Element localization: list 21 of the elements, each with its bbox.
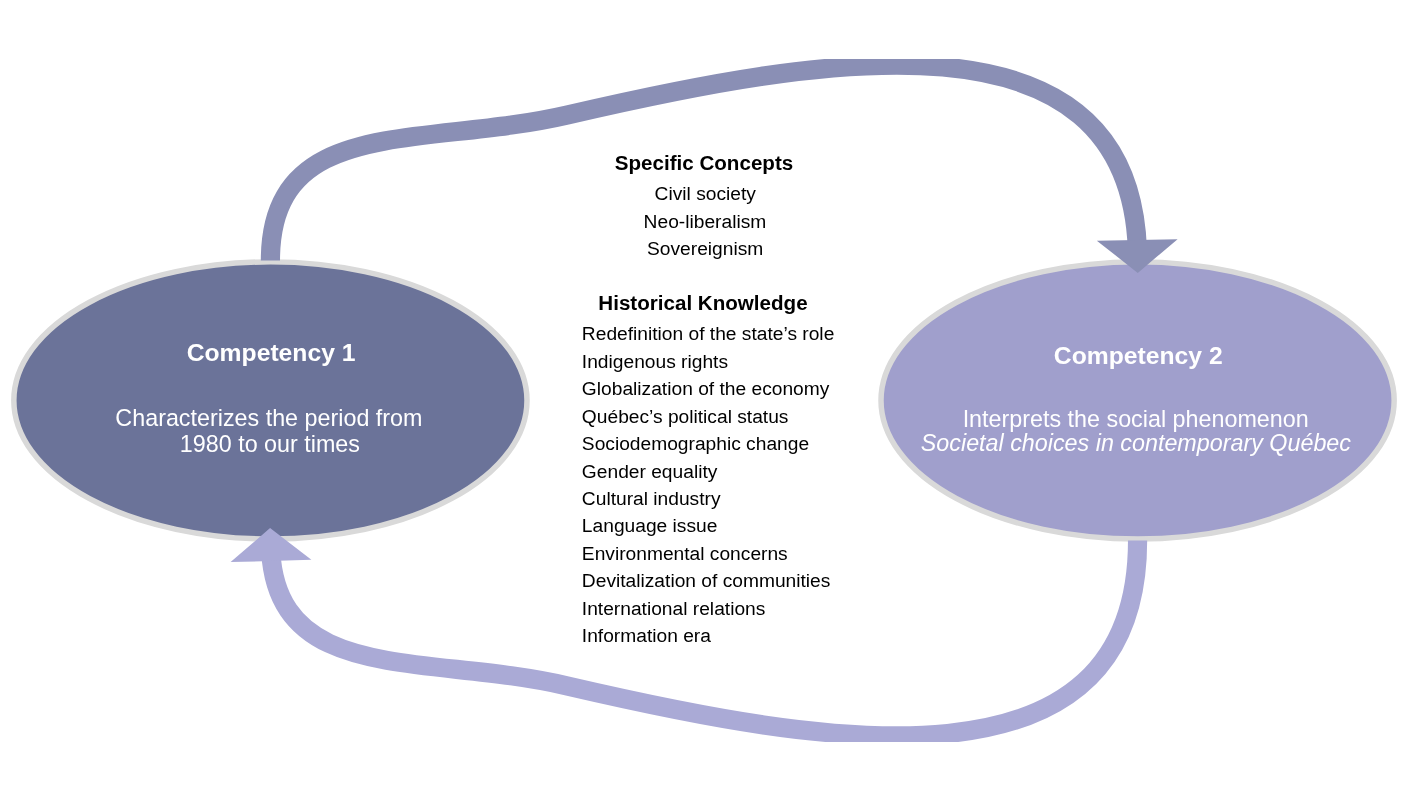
label: Sovereignism	[647, 238, 764, 260]
label: International relations	[581, 597, 766, 619]
label: Indigenous rights	[581, 350, 729, 372]
label: Language issue	[581, 515, 718, 537]
label: Québec’s political status	[581, 405, 789, 427]
arrow	[230, 528, 1148, 742]
label: Redefinition of the state’s role	[581, 323, 835, 345]
label: Devitalization of communities	[581, 570, 831, 592]
label: Historical Knowledge	[598, 290, 808, 314]
label: Information era	[581, 625, 711, 647]
label: Gender equality	[581, 460, 718, 482]
node-ellipse: Competency 1 Characterizes the period from 1980 to our times	[11, 259, 530, 542]
node-ellipse: Competency 2 Interprets the social phenomenon Societal choices in contemporary Québec	[878, 259, 1397, 542]
label: Cultural industry	[581, 488, 721, 510]
label: Environmental concerns	[581, 542, 788, 564]
label: Globalization of the economy	[581, 378, 830, 400]
label: Specific Concepts	[614, 150, 794, 174]
label: Neo-liberalism	[643, 210, 767, 232]
label: Sociodemographic change	[581, 433, 810, 455]
arrow	[260, 59, 1178, 273]
label: Civil society	[654, 183, 756, 205]
